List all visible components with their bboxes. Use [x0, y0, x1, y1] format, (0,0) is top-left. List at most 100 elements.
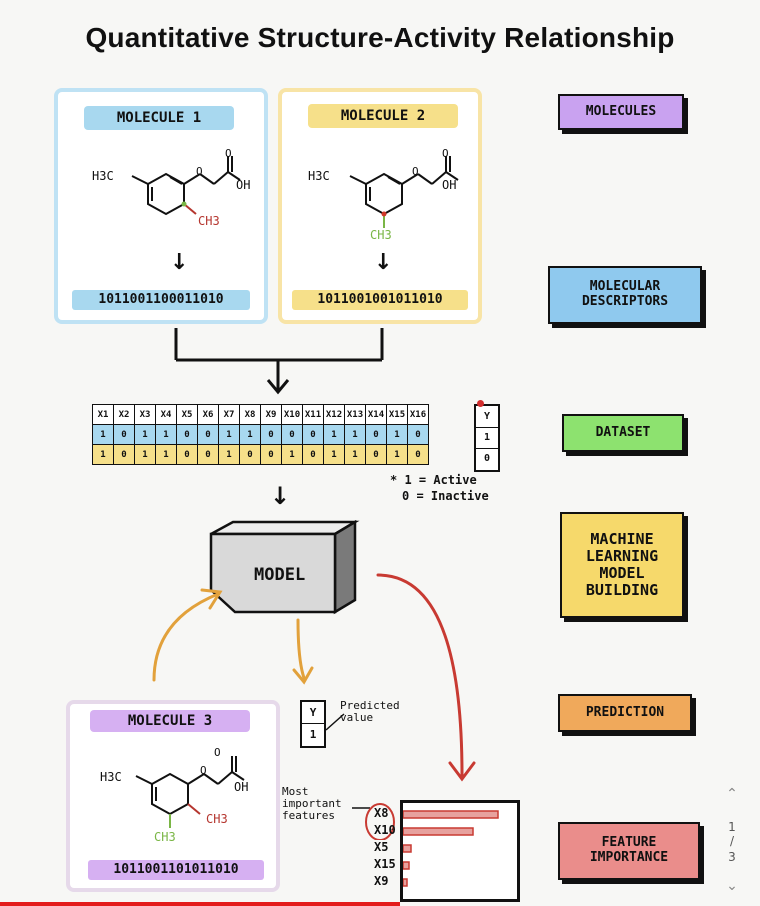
molecule-1-label-text: MOLECULE 1 [116, 110, 202, 126]
dataset-header-cell: X2 [113, 404, 135, 425]
dataset-cell: 0 [197, 424, 219, 445]
mol2-arrow: ↓ [374, 250, 393, 275]
pager-current: 1 [728, 820, 736, 834]
prediction-y-value: 1 [309, 728, 317, 741]
feature-label: X10 [374, 823, 396, 837]
mol3-o-top: O [214, 746, 221, 759]
chevron-down-icon[interactable]: ⌄ [726, 878, 738, 894]
feature-bar [402, 861, 410, 870]
mol3-o: O [200, 764, 207, 777]
molecule-2-panel: MOLECULE 2 H3C O O OH CH3 ↓ 101100100101… [278, 88, 482, 324]
dataset-header-cell: X12 [323, 404, 345, 425]
dataset-header-cell: X10 [281, 404, 303, 425]
mol2-h3c: H3C [308, 169, 330, 183]
tag-feature-importance: FEATURE IMPORTANCE [558, 822, 700, 880]
mol3-h3c: H3C [100, 770, 122, 784]
molecule-2-label-text: MOLECULE 2 [340, 108, 426, 124]
dataset-header-cell: X16 [407, 404, 429, 425]
dataset-cell: 1 [155, 444, 177, 465]
model-label: MODEL [254, 565, 306, 585]
model-cube [209, 520, 360, 615]
mol3-ch3-red: CH3 [206, 812, 228, 826]
y-dot [477, 400, 484, 407]
mol1-o-top: O [225, 147, 232, 160]
feature-bar [402, 844, 412, 853]
molecule-1-panel: MOLECULE 1 H3C O O OH CH3 ↓ 101100110001… [54, 88, 268, 324]
molecule-2-label: MOLECULE 2 [308, 104, 458, 128]
dataset-cell: 0 [239, 444, 261, 465]
prediction-box: Y 1 [300, 700, 326, 748]
mol2-binary: 1011001001011010 [292, 290, 468, 310]
dataset-header-cell: X15 [386, 404, 408, 425]
features-label: Most important features [282, 785, 342, 823]
legend-inactive: 0 = Inactive [402, 489, 489, 503]
features-pointer [352, 803, 395, 840]
dataset-cell: 0 [113, 444, 135, 465]
tag-molecular-descriptors: MOLECULAR DESCRIPTORS [548, 266, 702, 324]
molecule-3-label: MOLECULE 3 [90, 710, 250, 732]
mol1-oh: OH [236, 178, 251, 192]
merge-connector [174, 328, 384, 395]
dataset-cell: 0 [365, 444, 387, 465]
dataset-to-model-arrow: ↓ [270, 482, 291, 510]
molecule-1-label: MOLECULE 1 [84, 106, 234, 130]
y-column: Y 1 0 [474, 404, 500, 472]
dataset-cell: 1 [386, 424, 408, 445]
dataset-cell: 1 [323, 424, 345, 445]
mol2-ch3: CH3 [370, 228, 392, 242]
molecule-3-structure [135, 756, 245, 828]
legend-active: * 1 = Active [390, 473, 477, 487]
molecule-1-structure [131, 156, 241, 216]
prediction-y-header: Y [302, 702, 324, 724]
dataset-header-cell: X7 [218, 404, 240, 425]
feature-label: X8 [374, 806, 389, 820]
feature-chart [400, 800, 520, 902]
dataset-cell: 0 [365, 424, 387, 445]
dataset-cell: 0 [176, 444, 198, 465]
pager-total: 3 [728, 850, 736, 864]
dataset-header-cell: X14 [365, 404, 387, 425]
dataset-cell: 1 [218, 444, 240, 465]
dataset-cell: 1 [323, 444, 345, 465]
dataset-cell: 1 [134, 444, 156, 465]
dataset-cell: 0 [281, 424, 303, 445]
dataset-header-cell: X6 [197, 404, 219, 425]
dataset-cell: 1 [239, 424, 261, 445]
dataset-header-cell: X5 [176, 404, 198, 425]
mol1-binary: 1011001100011010 [72, 290, 250, 310]
y-header: Y [476, 406, 498, 428]
dataset-header-cell: X8 [239, 404, 261, 425]
dataset-header-cell: X4 [155, 404, 177, 425]
dataset-header-cell: X13 [344, 404, 366, 425]
page-title: Quantitative Structure-Activity Relation… [85, 22, 675, 53]
dataset-header-cell: X11 [302, 404, 324, 425]
prediction-pointer [325, 713, 345, 731]
dataset-cell: 0 [302, 444, 324, 465]
y-value-2: 0 [483, 453, 491, 464]
dataset-cell: 1 [134, 424, 156, 445]
dataset-cell: 0 [176, 424, 198, 445]
tag-molecules: MOLECULES [558, 94, 684, 130]
mol3-binary: 1011001101011010 [88, 860, 264, 880]
dataset-cell: 0 [407, 424, 429, 445]
y-value-1: 1 [476, 428, 498, 449]
mol2-o: O [412, 165, 419, 178]
red-arrow [376, 573, 476, 782]
molecule-2-structure [349, 156, 459, 228]
dataset-cell: 1 [92, 424, 114, 445]
dataset-cell: 0 [407, 444, 429, 465]
dataset-cell: 0 [260, 444, 282, 465]
mol1-o: O [196, 165, 203, 178]
chevron-up-icon[interactable]: ⌃ [726, 786, 738, 802]
mol2-oh: OH [442, 178, 457, 192]
feature-label: X9 [374, 874, 389, 888]
feature-bars [402, 810, 499, 887]
dataset-cell: 1 [344, 444, 366, 465]
dataset-header-cell: X9 [260, 404, 282, 425]
feature-bar [402, 878, 408, 887]
feature-bar [402, 827, 474, 836]
dataset-header-cell: X3 [134, 404, 156, 425]
